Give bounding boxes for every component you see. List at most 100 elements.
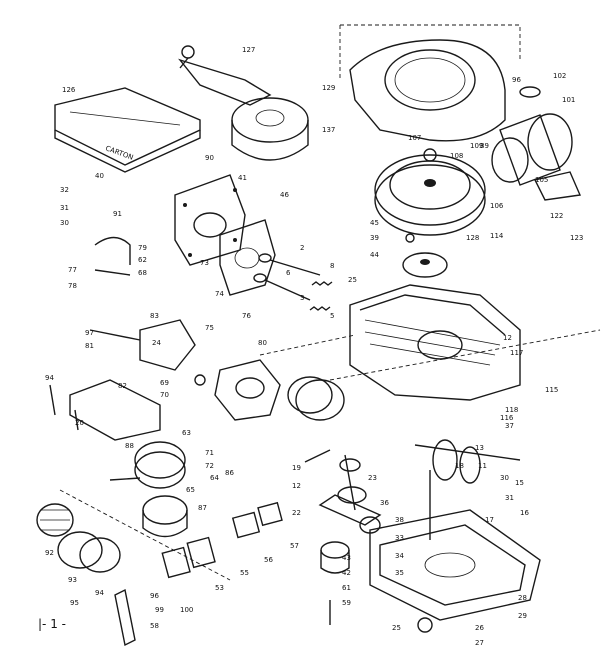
callout: 55 (240, 569, 249, 577)
callout: 101 (562, 96, 575, 104)
callout: 32 (60, 186, 69, 194)
callout: 30 (60, 219, 69, 227)
lower-air-filter (36, 495, 188, 573)
callout: 59 (342, 599, 351, 607)
callout: 94 (95, 589, 104, 597)
callout: 116 (500, 414, 514, 422)
callout: 114 (490, 232, 504, 240)
callout: 99 (155, 606, 164, 614)
callout: 34 (395, 552, 404, 560)
callout: 69 (160, 379, 169, 387)
callout: 93 (68, 576, 77, 584)
callout: 6 (286, 269, 291, 277)
crankshaft (414, 439, 521, 540)
callout: 94 (45, 374, 54, 382)
camshaft (337, 454, 367, 511)
piston (320, 541, 350, 574)
callout: 11 (478, 462, 487, 470)
callout: 61 (342, 584, 351, 592)
callout: 30 (500, 474, 509, 482)
bolts (49, 384, 331, 625)
callout: 65 (186, 486, 195, 494)
callout: 96 (512, 76, 521, 84)
callout: 40 (95, 172, 104, 180)
callout: 44 (370, 251, 379, 259)
callout: 108 (450, 152, 463, 160)
callout: 8 (330, 262, 334, 270)
callout: 42 (342, 569, 351, 577)
callout: 39 (370, 234, 379, 242)
callout: 3 (300, 294, 304, 302)
carburetor (194, 359, 281, 421)
callout: 128 (466, 234, 479, 242)
callout: 100 (180, 606, 193, 614)
governor-linkage (89, 236, 196, 371)
callout: 20 (75, 419, 84, 427)
callout: 63 (182, 429, 191, 437)
callout: 118 (505, 406, 518, 414)
cylinder-head (174, 174, 246, 266)
callout: 80 (258, 339, 267, 347)
callout: 75 (205, 324, 214, 332)
callout: 43 (342, 554, 351, 562)
callout: 37 (505, 422, 514, 430)
callout: 107 (408, 134, 421, 142)
callout: 45 (370, 219, 379, 227)
callout: 36 (380, 499, 389, 507)
callout: 72 (205, 462, 214, 470)
callout: 89 (480, 142, 489, 150)
callout: 81 (85, 342, 94, 350)
callout: 77 (68, 266, 77, 274)
callout: 2 (300, 244, 304, 252)
callout: 97 (85, 329, 94, 337)
callout: 92 (45, 549, 54, 557)
callout: 58 (150, 622, 159, 630)
callout: 129 (322, 84, 335, 92)
callout: 126 (62, 86, 76, 94)
callout: 123 (570, 234, 583, 242)
callout: 13 (475, 444, 484, 452)
callout: 38 (395, 516, 404, 524)
callout: 33 (395, 534, 404, 542)
callout: 109 (470, 142, 483, 150)
callout: 90 (205, 154, 214, 162)
callout: 76 (242, 312, 251, 320)
cylinder-block (349, 284, 521, 401)
callout: 117 (510, 349, 523, 357)
callout: 25 (392, 624, 401, 632)
blower-housing (339, 24, 521, 142)
callout: 68 (138, 269, 147, 277)
callout: 27 (475, 639, 484, 647)
callout: 22 (292, 509, 301, 517)
callout: 29 (518, 612, 527, 620)
carton-box: CARTON (54, 87, 201, 173)
callout: 71 (205, 449, 214, 457)
head-gasket (219, 219, 276, 296)
callout: 53 (215, 584, 224, 592)
callout: 31 (60, 204, 69, 212)
muffler (134, 376, 345, 489)
callout-labels: 126 127 129 137 96 102 101 90 41 40 46 3… (45, 46, 583, 647)
callout: 24 (152, 339, 161, 347)
callout: 19 (292, 464, 301, 472)
callout: 73 (200, 259, 209, 267)
callout: 41 (238, 174, 247, 182)
callout: 64 (210, 474, 219, 482)
air-cleaner (491, 86, 582, 201)
recoil-starter (178, 45, 309, 161)
callout: 96 (150, 592, 159, 600)
carton-label: CARTON (104, 144, 134, 161)
callout: 115 (545, 386, 558, 394)
connecting-rod (318, 494, 382, 534)
small-plates (114, 501, 283, 647)
callout: 26 (475, 624, 484, 632)
callout: 16 (520, 509, 529, 517)
callout: 46 (280, 191, 289, 199)
callout: 95 (70, 599, 79, 607)
callout: 87 (198, 504, 207, 512)
callout: 25 (348, 276, 357, 284)
assembly-guides (59, 329, 601, 581)
callout: 74 (215, 290, 224, 298)
callout: 88 (125, 442, 134, 450)
